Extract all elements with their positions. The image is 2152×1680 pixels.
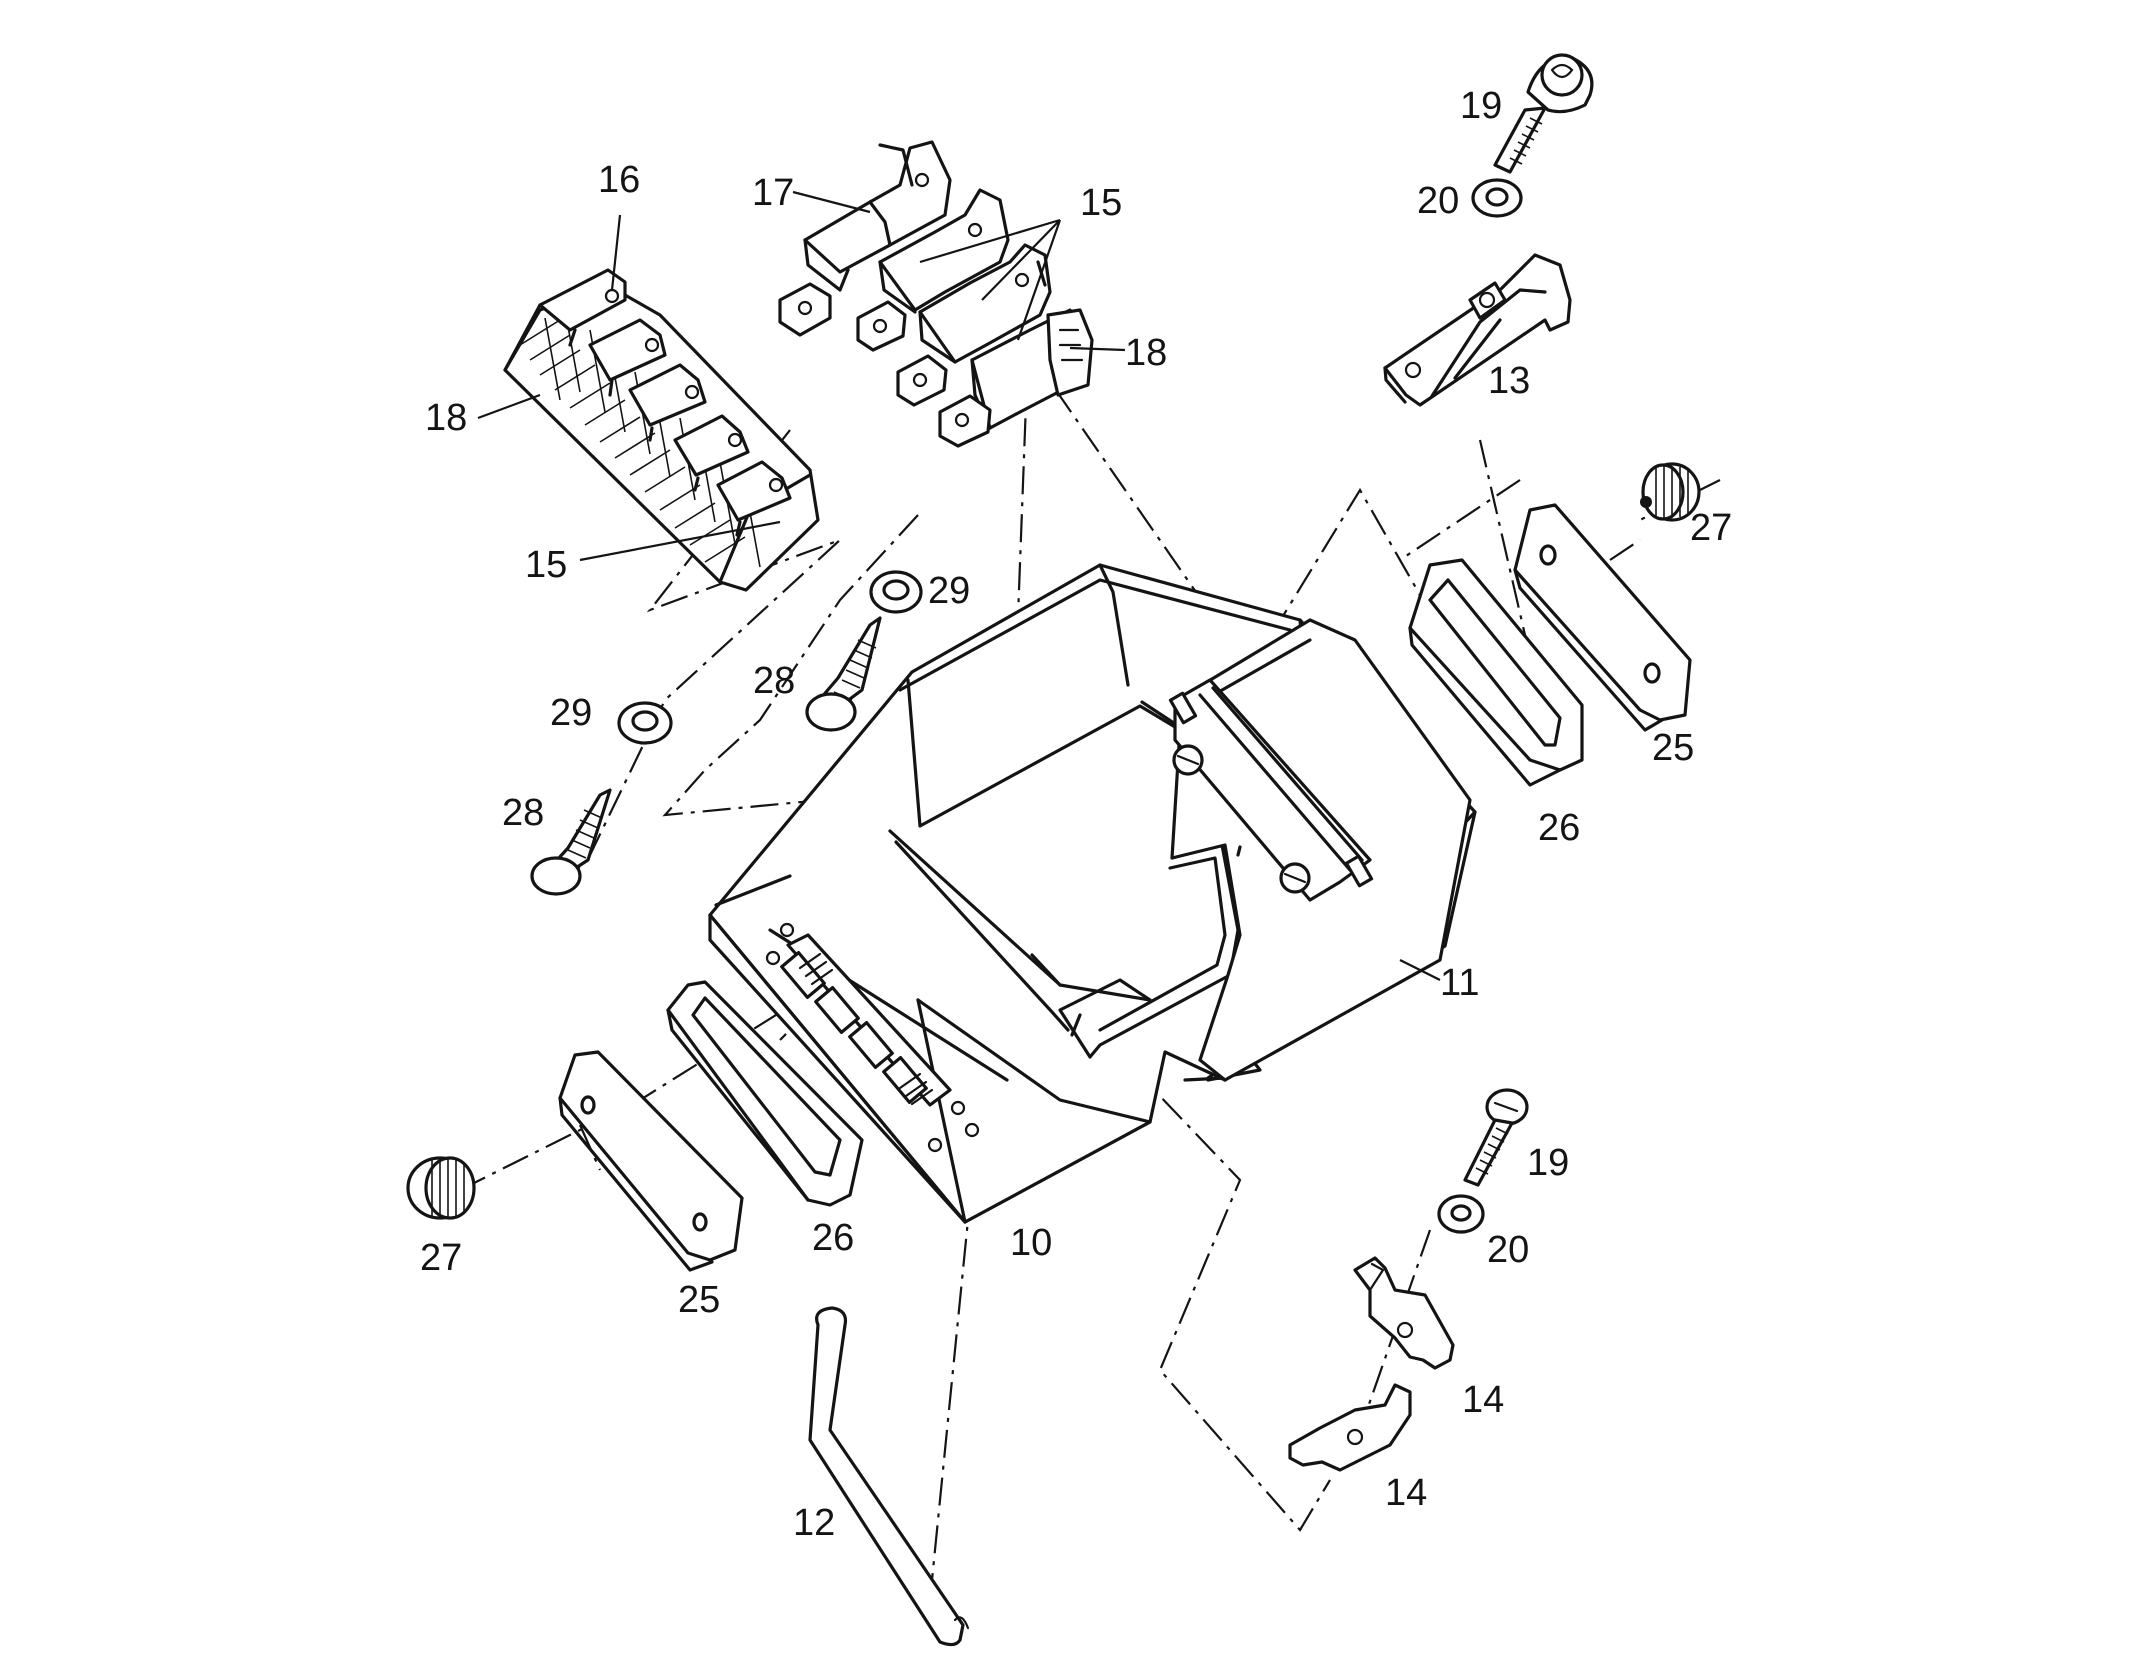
- part-13-bracket: [1383, 253, 1572, 407]
- part-27-knob-left: [406, 1156, 476, 1220]
- part-27-knob-right: [1640, 462, 1701, 522]
- callout-13: 13: [1488, 360, 1530, 402]
- part-12-hose: [808, 1306, 970, 1647]
- part-29-washer-lower: [617, 701, 673, 745]
- callout-14-lower: 14: [1385, 1472, 1427, 1514]
- part-26-gasket-left: [666, 980, 864, 1207]
- leader-lines: [477, 190, 1441, 981]
- callout-14-upper: 14: [1462, 1379, 1504, 1421]
- part-18-relay-block-left: [503, 268, 820, 592]
- part-26-gasket-right: [1408, 558, 1584, 787]
- callout-18-left: 18: [425, 397, 467, 439]
- callout-28-upper: 28: [753, 660, 795, 702]
- part-20-washer-top: [1471, 178, 1523, 218]
- callout-25-right: 25: [1652, 727, 1694, 769]
- callout-15-upper: 15: [1080, 182, 1122, 224]
- part-19-screw-bottom: [1463, 1088, 1529, 1187]
- part-19-screw-top: [1493, 53, 1594, 174]
- callout-12: 12: [793, 1502, 835, 1544]
- callout-27-left: 27: [420, 1237, 462, 1279]
- callout-10: 10: [1010, 1222, 1052, 1264]
- callout-26-right: 26: [1538, 807, 1580, 849]
- callout-25-left: 25: [678, 1279, 720, 1321]
- callout-19-top: 19: [1460, 85, 1502, 127]
- callout-29-upper: 29: [928, 570, 970, 612]
- part-25-plate-left: [558, 1050, 744, 1272]
- part-14-clip-lower: [1288, 1383, 1412, 1472]
- callout-18-right: 18: [1125, 332, 1167, 374]
- callout-15-lower: 15: [525, 544, 567, 586]
- callout-labels: 10 11 12 13 14 14 15 15 16 17 18 18 19 1…: [420, 85, 1732, 1544]
- part-28-screw-upper: [805, 616, 882, 732]
- part-11-right-housing: [1168, 618, 1472, 1082]
- callout-29-lower: 29: [550, 692, 592, 734]
- callout-16: 16: [598, 159, 640, 201]
- callout-11: 11: [1440, 962, 1479, 1004]
- terminal-studs-left: [780, 951, 934, 1106]
- part-25-plate-right: [1513, 503, 1692, 732]
- callout-27-right: 27: [1690, 507, 1732, 549]
- part-28-screw-lower: [530, 788, 612, 896]
- callout-17: 17: [752, 172, 794, 214]
- callout-26-left: 26: [812, 1217, 854, 1259]
- callout-19-bottom: 19: [1527, 1142, 1569, 1184]
- callout-28-lower: 28: [502, 792, 544, 834]
- callout-20-top: 20: [1417, 180, 1459, 222]
- part-17-relay-group: [778, 140, 1094, 448]
- part-14-clip-upper: [1353, 1256, 1455, 1370]
- callout-20-bottom: 20: [1487, 1229, 1529, 1271]
- part-20-washer-bottom: [1437, 1194, 1485, 1234]
- part-29-washer-upper: [869, 570, 923, 614]
